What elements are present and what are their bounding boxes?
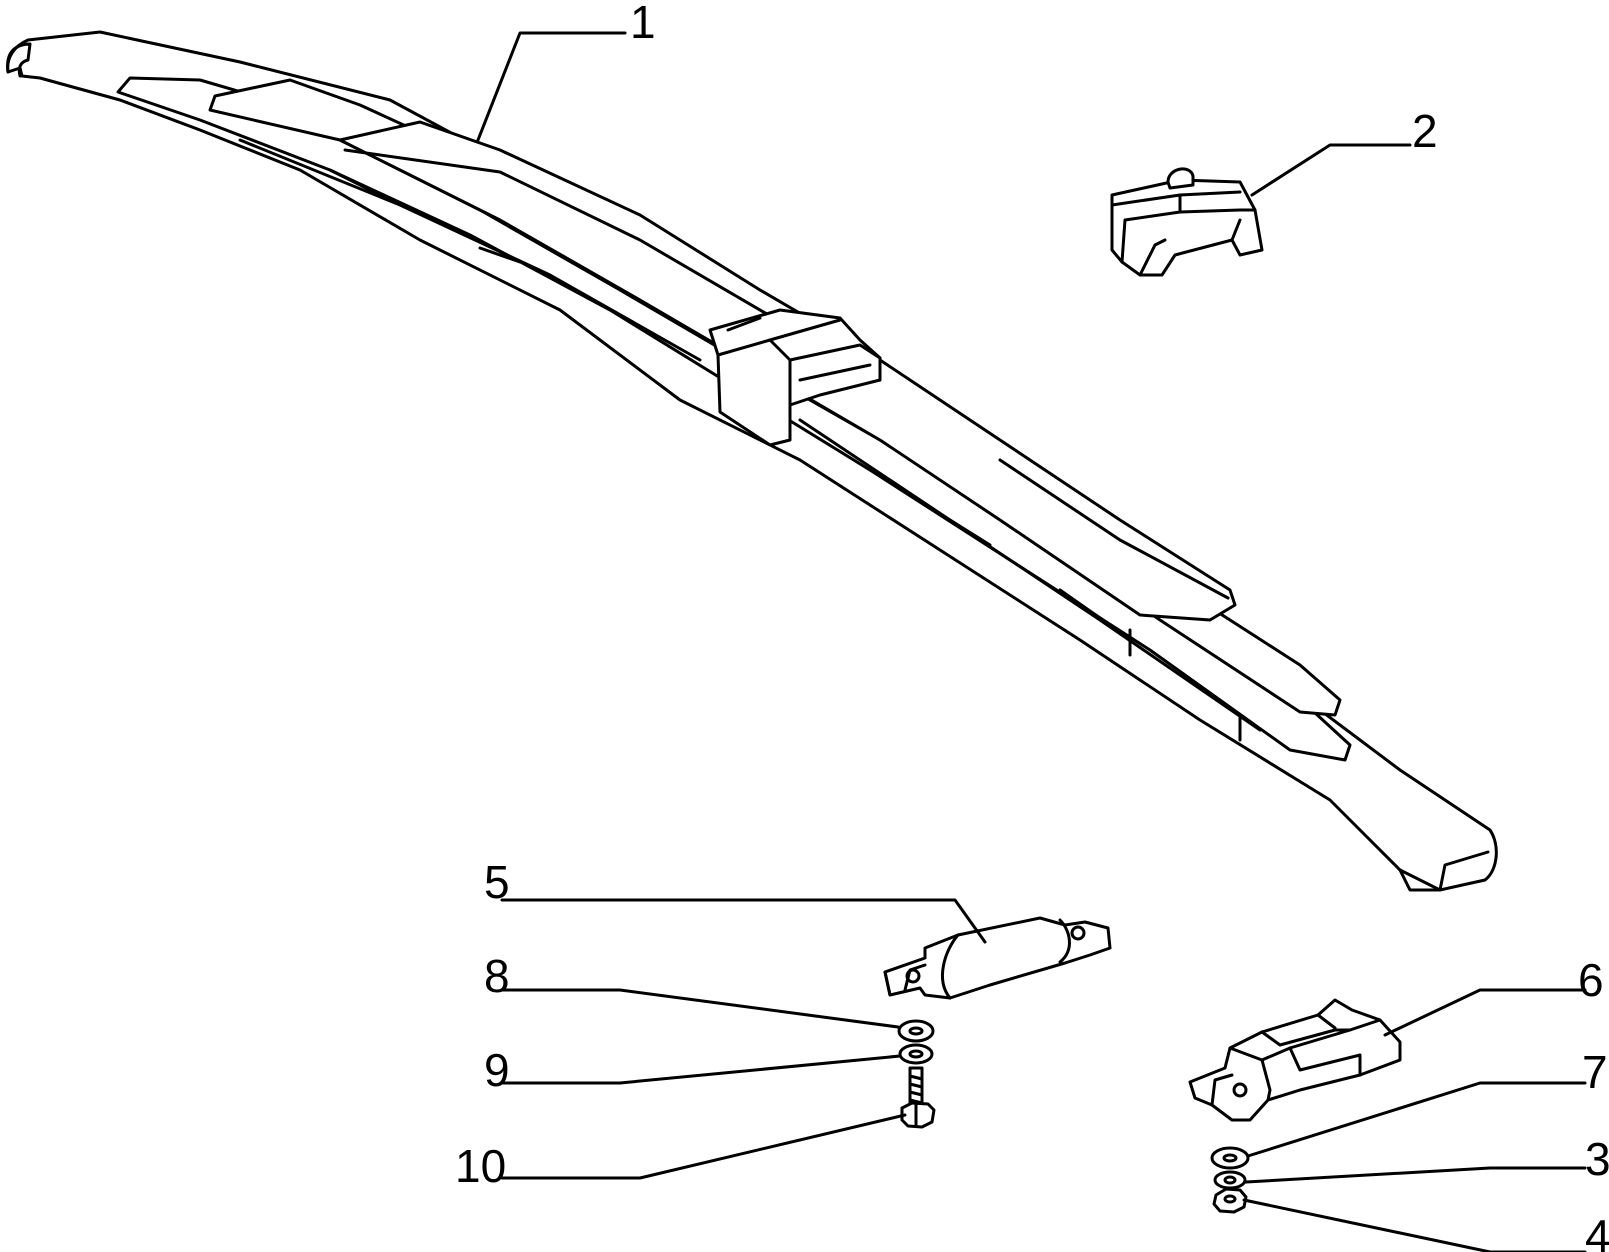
nut-4	[1212, 1187, 1248, 1214]
spring-pad	[883, 916, 1112, 1000]
bolt-10	[900, 1066, 936, 1129]
washer-7	[1210, 1146, 1250, 1170]
washer-8	[897, 1019, 935, 1043]
callout-5: 5	[484, 856, 510, 908]
leader-lines	[476, 31, 1587, 1252]
callout-1: 1	[630, 0, 656, 48]
lock-washer-9	[898, 1043, 934, 1065]
lock-washer-3	[1213, 1170, 1247, 1190]
leaf-spring	[6, 30, 1498, 892]
callout-2: 2	[1412, 105, 1438, 157]
callout-3: 3	[1585, 1133, 1609, 1185]
mount-bracket	[1188, 998, 1402, 1122]
callout-4: 4	[1585, 1210, 1609, 1252]
callout-6: 6	[1578, 954, 1604, 1006]
callout-10: 10	[455, 1140, 506, 1192]
callout-7: 7	[1582, 1046, 1608, 1098]
callout-9: 9	[484, 1044, 510, 1096]
bump-stop	[1110, 167, 1264, 277]
callout-8: 8	[484, 950, 510, 1002]
callout-labels: 1 2 3 4 5 6 7 8 9 10	[455, 0, 1609, 1252]
